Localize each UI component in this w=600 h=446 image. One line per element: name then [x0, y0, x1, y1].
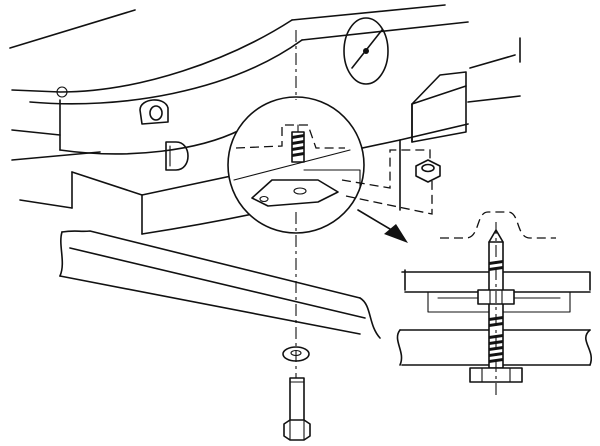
- gauge-dial: [343, 17, 389, 85]
- side-tab: [165, 141, 189, 171]
- side-panel: [411, 71, 467, 143]
- hex-nut: [415, 159, 441, 183]
- frame-hinge: [139, 99, 169, 125]
- nut-guide: [341, 149, 433, 215]
- callout-arrow: [357, 209, 408, 243]
- hex-bolt: [283, 377, 311, 441]
- section-detail: [396, 211, 593, 396]
- lower-rail: [59, 230, 381, 339]
- magnifier-circle: [227, 96, 365, 234]
- machine-frame: [9, 4, 521, 161]
